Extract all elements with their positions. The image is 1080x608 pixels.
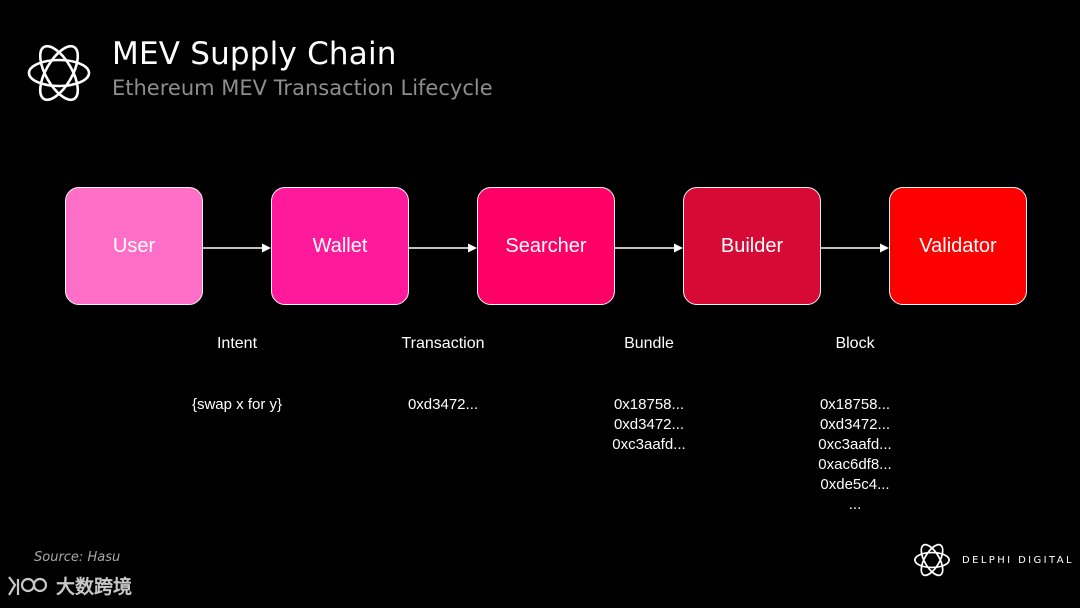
watermark: 大数跨境 bbox=[6, 572, 132, 599]
transaction-payload: 0xd3472... bbox=[343, 395, 543, 415]
stage-bundle-label: Bundle bbox=[624, 335, 674, 352]
payload-line: 0xc3aafd... bbox=[612, 436, 686, 453]
node-user: User bbox=[65, 187, 203, 305]
brand-name: DELPHI DIGITAL bbox=[962, 554, 1074, 566]
node-validator: Validator bbox=[889, 187, 1027, 305]
source-note: Source: Hasu bbox=[34, 550, 121, 565]
arrow-searcher-to-builder-icon bbox=[615, 243, 683, 253]
node-builder-label: Builder bbox=[720, 234, 784, 257]
arrow-user-to-wallet-icon bbox=[203, 243, 271, 253]
delphi-logo-icon bbox=[27, 44, 91, 102]
payload-line: 0x18758... bbox=[819, 396, 891, 413]
bundle-payload: 0x18758... 0xd3472... 0xc3aafd... bbox=[549, 395, 749, 455]
payload-line: 0xd3472... bbox=[819, 416, 891, 433]
page-subtitle: Ethereum MEV Transaction Lifecycle bbox=[112, 76, 493, 100]
payload-line: ... bbox=[848, 496, 862, 513]
node-wallet: Wallet bbox=[271, 187, 409, 305]
payload-line: 0xc3aafd... bbox=[818, 436, 892, 453]
page-title: MEV Supply Chain bbox=[112, 36, 397, 72]
stage-transaction-label: Transaction bbox=[401, 335, 485, 352]
node-validator-label: Validator bbox=[919, 234, 997, 257]
payload-line: 0xac6df8... bbox=[818, 456, 892, 473]
block-payload: 0x18758... 0xd3472... 0xc3aafd... 0xac6d… bbox=[755, 395, 955, 515]
stage-block-label: Block bbox=[835, 335, 875, 352]
payload-line: 0xd3472... bbox=[613, 416, 685, 433]
intent-payload: {swap x for y} bbox=[137, 395, 337, 415]
node-searcher: Searcher bbox=[477, 187, 615, 305]
payload-line: {swap x for y} bbox=[191, 396, 283, 413]
payload-line: 0xd3472... bbox=[407, 396, 479, 413]
payload-line: 0x18758... bbox=[613, 396, 685, 413]
delphi-logo-small-icon bbox=[914, 543, 950, 577]
node-builder: Builder bbox=[683, 187, 821, 305]
node-wallet-label: Wallet bbox=[312, 234, 368, 257]
arrow-wallet-to-searcher-icon bbox=[409, 243, 477, 253]
arrow-builder-to-validator-icon bbox=[821, 243, 889, 253]
watermark-text: 大数跨境 bbox=[56, 576, 133, 598]
stage-intent-label: Intent bbox=[216, 335, 258, 352]
node-searcher-label: Searcher bbox=[505, 234, 587, 257]
delphi-digital-brand: DELPHI DIGITAL bbox=[912, 540, 1074, 580]
watermark-logo-icon bbox=[8, 575, 48, 596]
payload-line: 0xde5c4... bbox=[820, 476, 890, 493]
node-user-label: User bbox=[112, 234, 156, 257]
